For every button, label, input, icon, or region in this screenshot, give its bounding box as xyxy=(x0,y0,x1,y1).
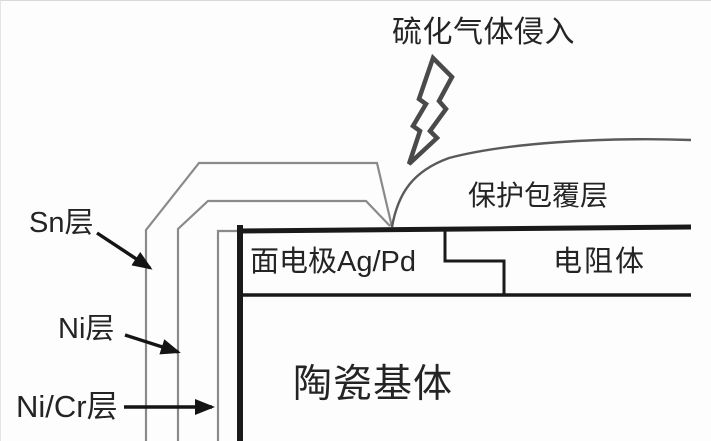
electrode-resistor-step-line xyxy=(443,230,506,294)
sn-layer-label: Sn层 xyxy=(29,207,94,239)
sulfide-gas-intrusion-label: 硫化气体侵入 xyxy=(392,16,575,49)
resistor-body-label: 电阻体 xyxy=(553,246,647,278)
protective-coating-label: 保护包覆层 xyxy=(468,180,609,211)
face-electrode-label: 面电极Ag/Pd xyxy=(250,246,416,278)
ni-layer-line xyxy=(176,199,391,441)
protective-coating-curve xyxy=(390,138,692,228)
nicr-layer-line xyxy=(216,229,238,441)
lightning-bolt-icon xyxy=(406,53,455,166)
ni-layer-label: Ni层 xyxy=(58,313,115,345)
sn-layer-arrow xyxy=(96,231,153,270)
electrode-top-line xyxy=(236,224,692,234)
ni-layer-arrow xyxy=(124,333,181,355)
sn-layer-line xyxy=(144,161,394,441)
nicr-layer-label: Ni/Cr层 xyxy=(16,389,118,424)
ceramic-substrate-label: 陶瓷基体 xyxy=(293,363,454,406)
